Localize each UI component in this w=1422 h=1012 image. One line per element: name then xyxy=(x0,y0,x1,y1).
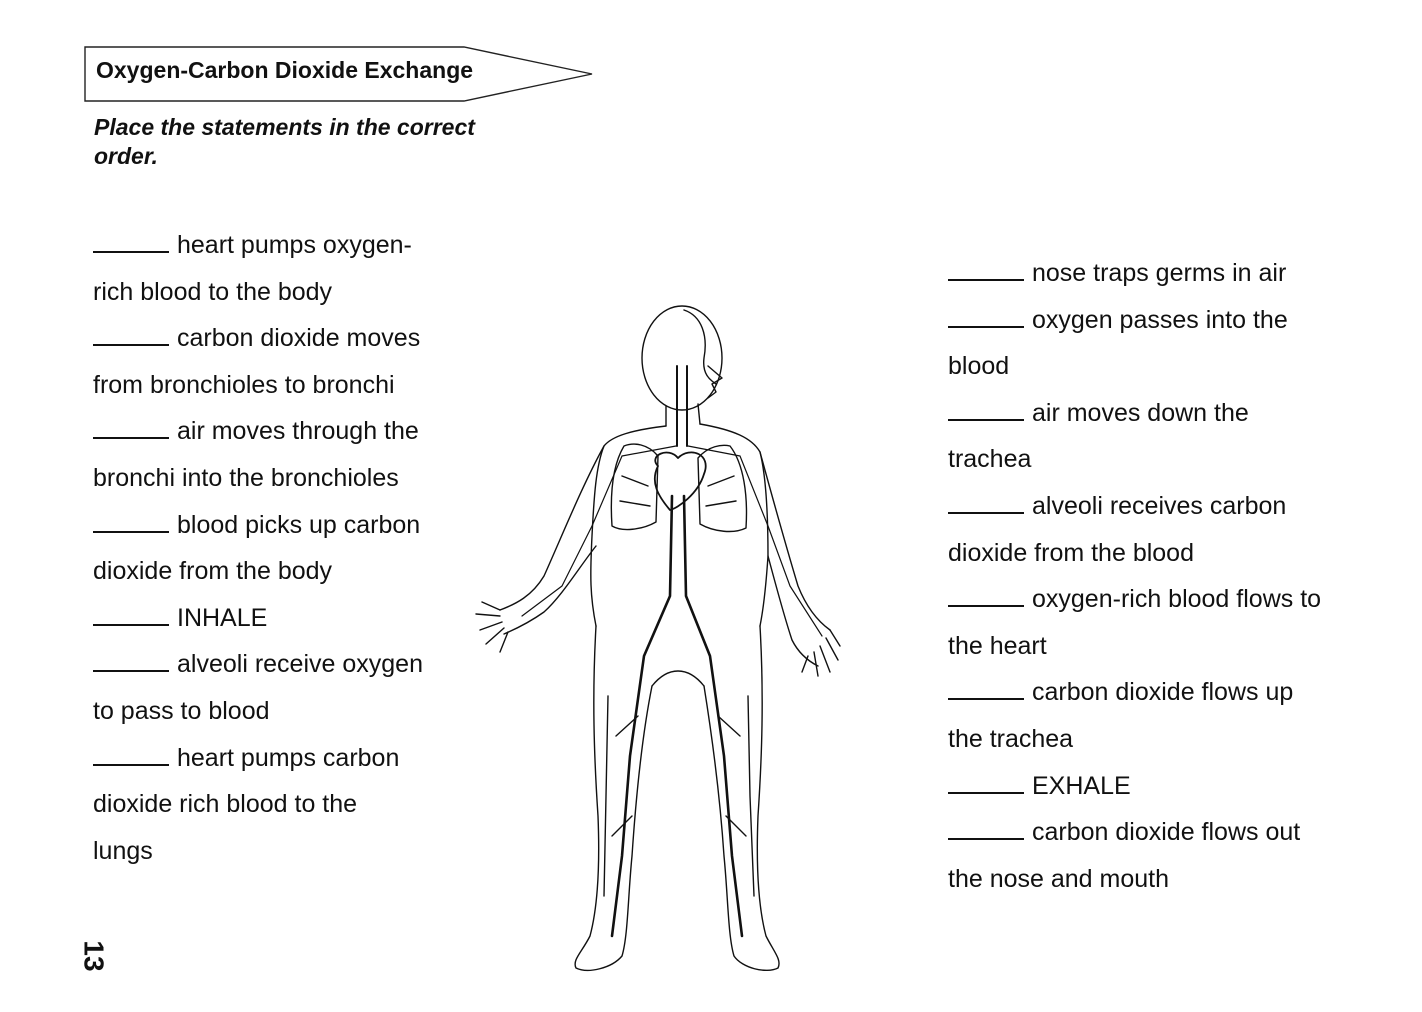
statement-text: air moves through the xyxy=(177,417,419,446)
right-statement: carbon dioxide flows up the trachea xyxy=(948,669,1321,762)
statement-text: INHALE xyxy=(177,603,268,632)
statement-text: from bronchioles to bronchi xyxy=(93,370,395,399)
answer-blank[interactable] xyxy=(948,680,1024,701)
human-circulatory-respiratory-system-icon xyxy=(472,296,842,981)
statement-line: alveoli receives carbon xyxy=(948,483,1321,530)
statement-line: heart pumps carbon xyxy=(93,735,423,782)
statement-text: dioxide from the body xyxy=(93,557,333,586)
answer-blank[interactable] xyxy=(93,326,169,347)
statement-line: bronchi into the bronchioles xyxy=(93,455,423,502)
statement-text: carbon dioxide flows up xyxy=(1032,678,1294,707)
statement-text: oxygen-rich blood flows to xyxy=(1032,585,1322,614)
answer-blank[interactable] xyxy=(948,401,1024,421)
statement-line: carbon dioxide moves xyxy=(93,315,423,362)
statement-line: heart pumps oxygen- xyxy=(93,222,423,269)
right-statement: oxygen passes into the blood xyxy=(948,297,1321,390)
statement-line: oxygen passes into the xyxy=(948,297,1321,344)
statement-line: dioxide from the body xyxy=(93,548,423,595)
statement-text: blood xyxy=(948,352,1010,381)
statement-text: alveoli receives carbon xyxy=(1032,491,1287,520)
statement-text: carbon dioxide moves xyxy=(177,324,421,353)
right-statement: nose traps germs in air xyxy=(948,250,1321,297)
statement-text: rich blood to the body xyxy=(93,277,333,306)
statement-line: the nose and mouth xyxy=(948,856,1321,903)
title-banner: Oxygen-Carbon Dioxide Exchange xyxy=(84,46,594,102)
answer-blank[interactable] xyxy=(93,746,169,766)
answer-blank[interactable] xyxy=(948,587,1024,608)
answer-blank[interactable] xyxy=(948,308,1024,328)
statement-line: blood xyxy=(948,343,1321,390)
statement-text: carbon dioxide flows out xyxy=(1032,818,1301,847)
statement-text: dioxide from the blood xyxy=(948,538,1194,567)
statement-line: air moves down the xyxy=(948,390,1321,437)
statement-line: carbon dioxide flows up xyxy=(948,669,1321,716)
right-statement: EXHALE xyxy=(948,763,1321,810)
right-statement-list: nose traps germs in air oxygen passes int… xyxy=(948,250,1321,902)
statement-text: air moves down the xyxy=(1032,398,1249,427)
statement-line: the heart xyxy=(948,623,1321,670)
statement-text: the nose and mouth xyxy=(948,864,1169,893)
answer-blank[interactable] xyxy=(93,419,169,440)
left-statement: blood picks up carbon dioxide from the bo… xyxy=(93,502,423,595)
right-statement: alveoli receives carbon dioxide from the … xyxy=(948,483,1321,576)
statement-text: blood picks up carbon xyxy=(177,510,421,539)
statement-line: lungs xyxy=(93,828,423,875)
right-statement: carbon dioxide flows out the nose and mou… xyxy=(948,809,1321,902)
statement-text: to pass to blood xyxy=(93,696,270,725)
statement-line: dioxide rich blood to the xyxy=(93,781,423,828)
statement-line: INHALE xyxy=(93,595,423,642)
statement-text: alveoli receive oxygen xyxy=(177,650,423,679)
left-statement: air moves through the bronchi into the br… xyxy=(93,408,423,501)
left-statement: alveoli receive oxygen to pass to blood xyxy=(93,641,423,734)
statement-text: EXHALE xyxy=(1032,771,1131,800)
answer-blank[interactable] xyxy=(93,652,169,673)
statement-line: EXHALE xyxy=(948,763,1321,810)
statement-text: heart pumps carbon xyxy=(177,743,400,772)
statement-line: from bronchioles to bronchi xyxy=(93,362,423,409)
statement-text: bronchi into the bronchioles xyxy=(93,463,399,492)
statement-line: oxygen-rich blood flows to xyxy=(948,576,1321,623)
statement-line: trachea xyxy=(948,436,1321,483)
left-statement: INHALE xyxy=(93,595,423,642)
statement-text: the trachea xyxy=(948,724,1074,753)
page-title: Oxygen-Carbon Dioxide Exchange xyxy=(96,57,474,83)
statement-text: oxygen passes into the xyxy=(1032,305,1288,334)
answer-blank[interactable] xyxy=(93,513,169,533)
statement-text: trachea xyxy=(948,445,1032,474)
statement-line: rich blood to the body xyxy=(93,269,423,316)
statement-text: nose traps germs in air xyxy=(1032,259,1287,287)
statement-line: air moves through the xyxy=(93,408,423,455)
answer-blank[interactable] xyxy=(948,261,1024,281)
statement-text: dioxide rich blood to the xyxy=(93,790,358,819)
title-arrow-shape xyxy=(84,46,593,102)
statement-text: heart pumps oxygen- xyxy=(177,231,412,259)
answer-blank[interactable] xyxy=(948,820,1024,841)
instruction-text: Place the statements in the correct orde… xyxy=(94,114,475,169)
statement-line: the trachea xyxy=(948,716,1321,763)
left-statement-list: heart pumps oxygen-rich blood to the bod… xyxy=(93,222,423,874)
answer-blank[interactable] xyxy=(948,774,1024,794)
statement-line: dioxide from the blood xyxy=(948,530,1321,577)
answer-blank[interactable] xyxy=(948,494,1024,514)
statement-line: to pass to blood xyxy=(93,688,423,735)
statement-line: alveoli receive oxygen xyxy=(93,641,423,688)
answer-blank[interactable] xyxy=(93,233,169,253)
answer-blank[interactable] xyxy=(93,606,169,626)
page-number: 13 xyxy=(78,940,110,972)
statement-line: carbon dioxide flows out xyxy=(948,809,1321,856)
left-statement: heart pumps carbon dioxide rich blood to … xyxy=(93,735,423,875)
left-statement: heart pumps oxygen-rich blood to the bod… xyxy=(93,222,423,315)
right-statement: oxygen-rich blood flows to the heart xyxy=(948,576,1321,669)
statement-line: nose traps germs in air xyxy=(948,250,1321,297)
statement-text: lungs xyxy=(93,836,153,865)
statement-text: the heart xyxy=(948,631,1047,660)
statement-line: blood picks up carbon xyxy=(93,502,423,549)
left-statement: carbon dioxide moves from bronchioles to … xyxy=(93,315,423,408)
